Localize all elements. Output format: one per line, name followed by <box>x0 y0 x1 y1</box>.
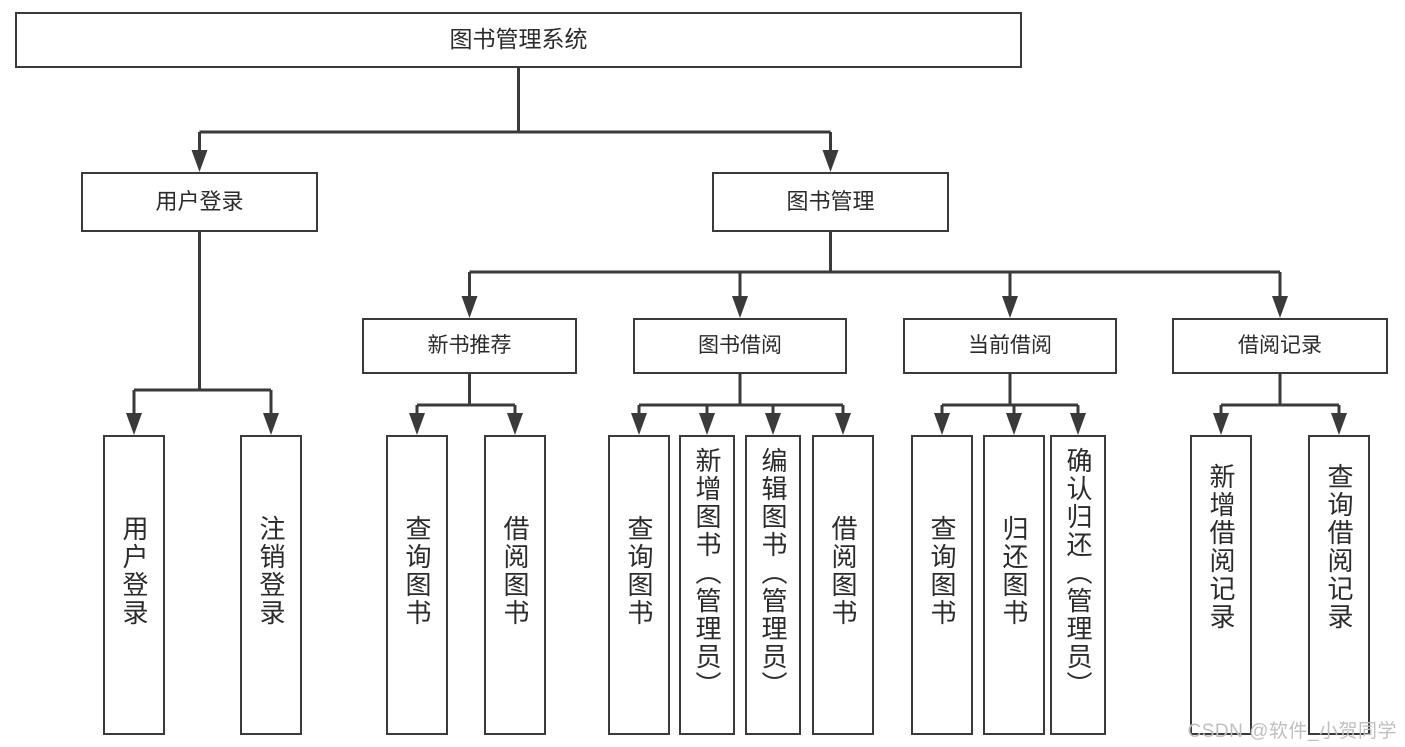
node-new-book-recommend[interactable]: 新书推荐 <box>362 318 577 374</box>
node-leaf-query-book-1[interactable]: 查询图书 <box>386 435 448 735</box>
arrow-head-icon <box>631 413 647 435</box>
node-label: 图书管理系统 <box>449 26 588 53</box>
node-leaf-add-record[interactable]: 新增借阅记录 <box>1190 435 1252 735</box>
node-book-borrow[interactable]: 图书借阅 <box>633 318 847 374</box>
arrow-head-icon <box>1272 296 1288 318</box>
node-leaf-user-login[interactable]: 用户登录 <box>103 435 165 735</box>
node-label: 图书管理 <box>786 188 875 214</box>
arrow-head-icon <box>263 413 279 435</box>
arrow-head-icon <box>732 296 748 318</box>
node-leaf-query-book-3[interactable]: 查询图书 <box>911 435 973 735</box>
arrow-head-icon <box>191 150 208 172</box>
node-leaf-query-book-2[interactable]: 查询图书 <box>608 435 670 735</box>
node-book-manage[interactable]: 图书管理 <box>712 172 949 232</box>
arrow-head-icon <box>699 413 715 435</box>
node-label: 新增借阅记录 <box>1206 463 1236 631</box>
watermark-text: CSDN @软件_小贺同学 <box>1187 721 1397 742</box>
node-leaf-borrow-book-1[interactable]: 借阅图书 <box>484 435 546 735</box>
arrow-head-icon <box>822 150 839 172</box>
arrow-head-icon <box>1331 413 1347 435</box>
node-label: 用户登录 <box>155 188 244 214</box>
node-current-borrow[interactable]: 当前借阅 <box>903 318 1117 374</box>
node-label: 编辑图书（管理员） <box>758 447 788 699</box>
node-root[interactable]: 图书管理系统 <box>15 12 1022 68</box>
node-label: 确认归还（管理员） <box>1063 447 1093 699</box>
node-leaf-logout[interactable]: 注销登录 <box>240 435 302 735</box>
node-leaf-add-book[interactable]: 新增图书（管理员） <box>679 435 735 735</box>
arrow-head-icon <box>126 413 142 435</box>
node-label: 新增图书（管理员） <box>692 447 722 699</box>
node-user-login[interactable]: 用户登录 <box>81 172 318 232</box>
arrow-head-icon <box>461 296 478 318</box>
arrow-head-icon <box>1070 413 1086 435</box>
node-leaf-confirm-return[interactable]: 确认归还（管理员） <box>1050 435 1106 735</box>
node-label: 用户登录 <box>119 515 149 627</box>
node-label: 借阅记录 <box>1238 334 1322 358</box>
node-leaf-edit-book[interactable]: 编辑图书（管理员） <box>745 435 801 735</box>
arrow-head-icon <box>1006 413 1022 435</box>
node-leaf-query-record[interactable]: 查询借阅记录 <box>1308 435 1370 735</box>
node-label: 注销登录 <box>256 515 286 627</box>
arrow-head-icon <box>934 413 950 435</box>
node-label: 查询借阅记录 <box>1324 463 1354 631</box>
node-label: 借阅图书 <box>828 515 858 627</box>
node-label: 图书借阅 <box>698 334 782 358</box>
arrow-head-icon <box>1213 413 1229 435</box>
arrow-head-icon <box>409 413 425 435</box>
node-label: 归还图书 <box>999 515 1029 627</box>
node-label: 查询图书 <box>402 515 432 627</box>
arrow-head-icon <box>765 413 781 435</box>
node-label: 当前借阅 <box>968 334 1052 358</box>
arrow-head-icon <box>507 413 523 435</box>
arrow-head-icon <box>835 413 851 435</box>
node-label: 查询图书 <box>624 515 654 627</box>
node-label: 借阅图书 <box>500 515 530 627</box>
node-label: 新书推荐 <box>427 334 512 358</box>
node-label: 查询图书 <box>927 515 957 627</box>
node-leaf-borrow-book-2[interactable]: 借阅图书 <box>812 435 874 735</box>
node-leaf-return-book[interactable]: 归还图书 <box>983 435 1045 735</box>
arrow-head-icon <box>1002 296 1018 318</box>
node-borrow-record[interactable]: 借阅记录 <box>1172 318 1388 374</box>
